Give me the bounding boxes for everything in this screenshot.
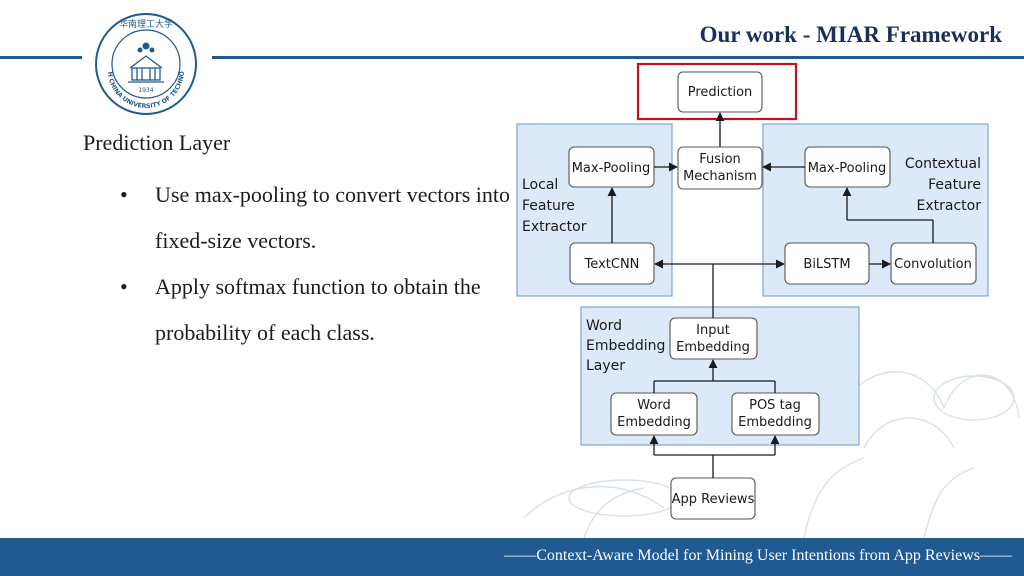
convolution-label: Convolution [894,257,972,272]
svg-text:1934: 1934 [138,87,153,94]
local-group-label-3: Extractor [522,219,587,235]
header-rule-right [212,56,1024,59]
header-rule-left [0,56,82,59]
university-logo: SOUTH CHINA UNIVERSITY OF TECHNOLOGY 华南理… [94,12,197,115]
context-group-label-1: Contextual [905,156,981,172]
bilstm-label: BiLSTM [803,257,850,272]
bullet-dot: • [120,182,128,207]
prediction-label: Prediction [688,85,753,100]
pos-tag-embedding-label-1: POS tag [749,398,801,413]
bullet-text: Apply softmax function to obtain the pro… [155,274,481,345]
bullet-list: • Use max-pooling to convert vectors into… [120,172,535,356]
embed-group-label-1: Word [586,318,622,334]
footer-bar: ——Context-Aware Model for Mining User In… [0,538,1024,576]
prediction-box [677,71,763,113]
local-max-pooling-label: Max-Pooling [572,161,651,176]
bullet-text: Use max-pooling to convert vectors into … [155,182,510,253]
pos-tag-embedding-label-2: Embedding [738,415,812,430]
textcnn-label: TextCNN [584,257,640,272]
local-group-label-2: Feature [522,198,575,214]
fusion-label-1: Fusion [699,152,741,167]
word-embedding-label-2: Embedding [617,415,691,430]
word-embedding-label-1: Word [637,398,670,413]
context-max-pooling-label: Max-Pooling [808,161,887,176]
list-item: • Use max-pooling to convert vectors into… [120,172,535,264]
input-embedding-label-1: Input [696,323,730,338]
footer-text: ——Context-Aware Model for Mining User In… [504,547,1012,564]
miar-architecture-diagram: Local Feature Extractor Contextual Featu… [516,62,989,520]
lotus-background-decoration [523,371,1020,538]
slide-title: Our work - MIAR Framework [699,22,1002,47]
context-group-label-3: Extractor [917,198,982,214]
local-group-label-1: Local [522,177,558,193]
fusion-label-2: Mechanism [683,169,757,184]
section-heading: Prediction Layer [83,130,231,155]
embed-group-label-2: Embedding [586,338,665,354]
embed-group-label-3: Layer [586,358,625,374]
app-reviews-label: App Reviews [672,492,755,507]
bullet-dot: • [120,274,128,299]
context-group-label-2: Feature [928,177,981,193]
svg-text:华南理工大学: 华南理工大学 [119,18,173,30]
list-item: • Apply softmax function to obtain the pr… [120,264,535,356]
input-embedding-label-2: Embedding [676,340,750,355]
